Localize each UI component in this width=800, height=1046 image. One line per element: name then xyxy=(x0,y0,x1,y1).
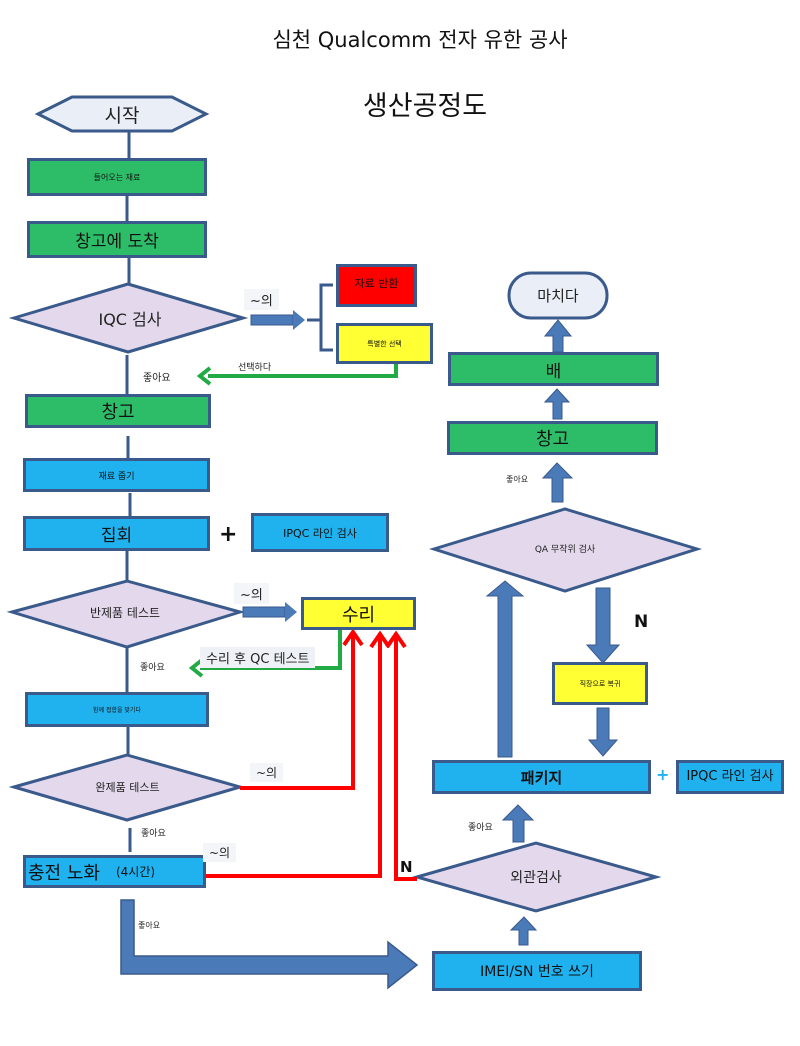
aging-ok-arrow xyxy=(120,899,419,990)
warehouse-up-arrow xyxy=(543,388,571,420)
ipqc-line-box-1: IPQC 라인 검사 xyxy=(251,513,389,552)
incoming-material-box: 들어오는 재료 xyxy=(27,158,207,196)
page-title: 생산공정도 xyxy=(362,91,488,122)
company-title: 심천 Qualcomm 전자 유한 공사 xyxy=(272,28,568,52)
rework-label: 직장으로 복귀 xyxy=(579,679,621,688)
select-label: 선택하다 xyxy=(238,363,272,373)
plus-icon: + xyxy=(656,765,669,784)
start-shape xyxy=(34,95,210,133)
ship-label: 배 xyxy=(545,361,562,382)
qa-down-arrow xyxy=(585,587,621,664)
semi-test-label: 반제품 테스트 xyxy=(89,605,161,620)
iqc-ok-label: 좋아요 xyxy=(143,373,171,384)
iqc-label: IQC 검사 xyxy=(98,310,162,329)
imei-box: IMEI/SN 번호 쓰기 xyxy=(432,951,642,991)
final-fail-line xyxy=(240,632,355,790)
return-material-box: 자료 반환 xyxy=(336,264,417,307)
iqc-diamond xyxy=(8,282,249,354)
qa-ok-label: 좋아요 xyxy=(506,475,529,484)
arrive-warehouse-label: 창고에 도착 xyxy=(75,232,159,252)
select-return-line xyxy=(208,363,398,378)
final-fail-label: ~의 xyxy=(250,763,284,782)
imei-label: IMEI/SN 번호 쓰기 xyxy=(480,964,594,980)
semi-test-diamond xyxy=(6,579,246,649)
ipqc-line-label-2: IPQC 라인 검사 xyxy=(686,769,774,784)
package-up-arrow xyxy=(485,580,525,758)
repair-qc-label: 수리 후 QC 테스트 xyxy=(200,647,316,668)
return-material-label: 자료 반환 xyxy=(354,277,399,290)
aging-box: 충전 노화 (4시간) xyxy=(23,855,206,888)
qa-random-label: QA 무작위 검사 xyxy=(534,544,596,555)
assembly-box: 집회 xyxy=(23,516,210,551)
pick-material-box: 재료 줍기 xyxy=(23,458,210,492)
repair-box: 수리 xyxy=(301,597,416,630)
semi-fail-label: ~의 xyxy=(234,583,269,604)
appearance-no-label: N xyxy=(400,858,413,876)
incoming-material-label: 들어오는 재료 xyxy=(93,172,141,182)
package-label: 패키지 xyxy=(520,768,563,787)
appearance-ok-label: 좋아요 xyxy=(468,823,493,833)
special-select-box: 특별한 선택 xyxy=(336,323,433,364)
package-box: 패키지 xyxy=(432,760,651,794)
appearance-label: 외관검사 xyxy=(510,870,562,886)
rework-box: 직장으로 복귀 xyxy=(552,662,648,705)
pick-material-label: 재료 줍기 xyxy=(98,471,135,482)
qa-no-label: N xyxy=(634,612,649,632)
aging-label: 충전 노화 xyxy=(28,862,100,884)
appearance-fail-line xyxy=(394,634,417,881)
semi-ok-label: 좋아요 xyxy=(140,663,165,673)
imei-up-arrow xyxy=(509,916,538,946)
aging-time-label: (4시간) xyxy=(115,865,156,879)
ship-up-arrow xyxy=(543,319,573,353)
iqc-fail-arrow xyxy=(293,310,305,330)
aging-fail-line xyxy=(206,634,382,878)
start-label: 시작 xyxy=(104,104,140,127)
appearance-up-arrow xyxy=(501,804,535,843)
warehouse1-box: 창고 xyxy=(25,394,211,428)
final-test-label: 완제품 테스트 xyxy=(95,781,160,794)
ship-box: 배 xyxy=(448,352,659,386)
arrive-warehouse-box: 창고에 도착 xyxy=(27,221,207,258)
qa-diamond xyxy=(428,507,703,593)
warehouse1-label: 창고 xyxy=(101,402,135,423)
semi-fail-arrow xyxy=(285,602,297,622)
special-select-label: 특별한 선택 xyxy=(367,339,402,348)
rework-down-arrow xyxy=(587,707,619,757)
assembly-label: 집회 xyxy=(100,526,133,546)
plus-sign: + xyxy=(219,522,238,547)
qa-up-arrow xyxy=(541,462,574,503)
warehouse2-label: 창고 xyxy=(535,429,570,450)
fit-together-box: 함께 접합을 맞기다 xyxy=(25,692,209,727)
final-ok-label: 좋아요 xyxy=(141,829,166,839)
ipqc-line-label-1: IPQC 라인 검사 xyxy=(283,526,357,540)
warehouse2-box: 창고 xyxy=(447,421,658,455)
iqc-fail-label: ~의 xyxy=(244,289,279,310)
aging-fail-label: ~의 xyxy=(203,843,237,862)
aging-ok-label: 좋아요 xyxy=(138,921,161,930)
fit-together-label: 함께 접합을 맞기다 xyxy=(93,707,141,714)
finish-shape xyxy=(507,271,609,320)
brace xyxy=(307,283,333,352)
repair-label: 수리 xyxy=(341,604,376,626)
appearance-diamond xyxy=(411,841,662,913)
finish-label: 마치다 xyxy=(537,287,579,305)
ipqc-line-box-2: IPQC 라인 검사 xyxy=(676,760,784,794)
